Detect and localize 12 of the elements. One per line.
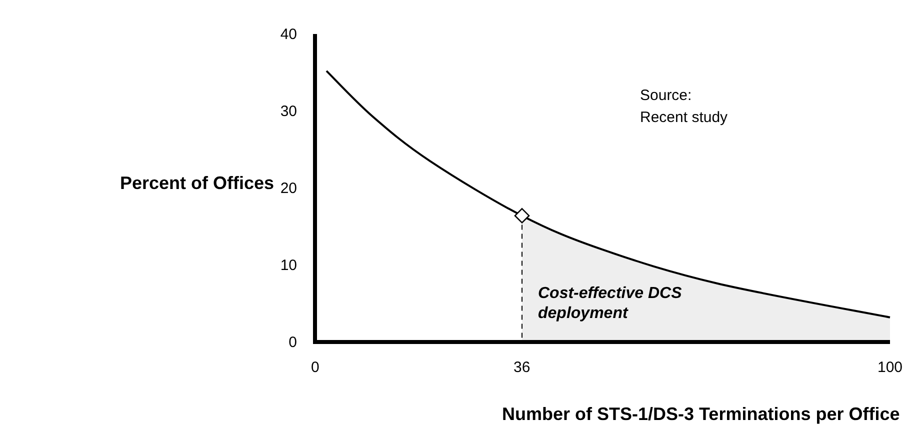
tick-label: 100 (878, 359, 903, 376)
tick-label: 40 (280, 26, 297, 42)
source-note: Source: Recent study (640, 86, 729, 128)
tick-label: 0 (311, 359, 320, 376)
axis-title: Percent of Offices (120, 173, 274, 194)
annotation-text: Cost-effective DCS deployment (538, 284, 683, 324)
tick-label: 36 (514, 359, 530, 376)
axis-title: Number of STS-1/DS-3 Terminations per Office (502, 404, 900, 425)
tick-label: 30 (280, 102, 297, 120)
tick-label: 10 (280, 256, 297, 274)
tick-label: 20 (280, 180, 297, 196)
tick-label: 0 (288, 334, 297, 350)
